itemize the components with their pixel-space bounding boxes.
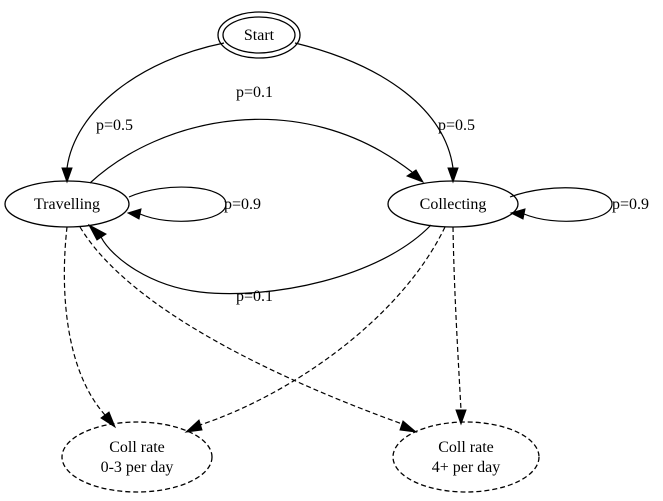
- edge-label-start-to-travelling: p=0.5: [96, 117, 133, 134]
- node-travelling: Travelling: [4, 180, 130, 228]
- arrowhead-travelling-to-collecting: [405, 169, 425, 183]
- edge-label-travelling-self: p=0.9: [224, 196, 261, 213]
- edge-label-collecting-to-travelling: p=0.1: [236, 288, 273, 305]
- edge-start-to-travelling: [66, 42, 225, 169]
- arrowhead-collecting-to-travelling: [87, 223, 107, 241]
- node-collecting-shape: [387, 180, 519, 228]
- edge-label-start-to-collecting: p=0.5: [438, 117, 475, 134]
- edge-collecting-to-low-rate: [199, 226, 446, 426]
- node-coll-rate-high-shape: [392, 421, 540, 493]
- edge-collecting-to-high-rate: [452, 226, 462, 411]
- node-start: Start: [217, 11, 301, 59]
- edge-collecting-to-travelling: [100, 224, 432, 295]
- arrowhead-start-to-travelling: [61, 167, 73, 184]
- edge-start-to-collecting: [294, 42, 454, 169]
- arrowhead-collecting-to-low-rate: [184, 419, 203, 433]
- arrowhead-collecting-self-loop: [509, 208, 526, 220]
- node-coll-rate-high-line2: 4+ per day: [432, 459, 501, 476]
- node-travelling-shape: [4, 180, 130, 228]
- edge-travelling-to-low-rate: [63, 226, 106, 416]
- edge-travelling-self-loop: [128, 186, 227, 222]
- edge-travelling-to-high-rate: [79, 226, 406, 426]
- node-collecting-label: Collecting: [420, 196, 487, 213]
- arrowhead-travelling-to-high-rate: [399, 420, 418, 433]
- arrowhead-travelling-to-low-rate: [100, 411, 117, 429]
- edge-label-collecting-self: p=0.9: [612, 196, 649, 213]
- node-travelling-label: Travelling: [34, 196, 100, 213]
- edge-travelling-to-collecting: [89, 118, 413, 184]
- node-start-outer-ring: [217, 11, 301, 59]
- arrowhead-start-to-collecting: [447, 167, 459, 184]
- node-coll-rate-high-line1: Coll rate: [438, 439, 494, 456]
- arrowhead-collecting-to-high-rate: [455, 409, 467, 426]
- node-coll-rate-low: Coll rate 0-3 per day: [61, 421, 213, 493]
- edge-label-travelling-to-collecting: p=0.1: [236, 84, 273, 101]
- node-coll-rate-low-line1: Coll rate: [109, 439, 165, 456]
- edge-collecting-self-loop: [509, 187, 613, 222]
- arrowhead-travelling-self-loop: [126, 208, 142, 220]
- node-start-inner-ring: [222, 16, 296, 54]
- node-coll-rate-low-shape: [61, 421, 213, 493]
- node-coll-rate-high: Coll rate 4+ per day: [392, 421, 540, 493]
- node-coll-rate-low-line2: 0-3 per day: [101, 459, 174, 476]
- node-collecting: Collecting: [387, 180, 519, 228]
- node-start-label: Start: [244, 27, 275, 44]
